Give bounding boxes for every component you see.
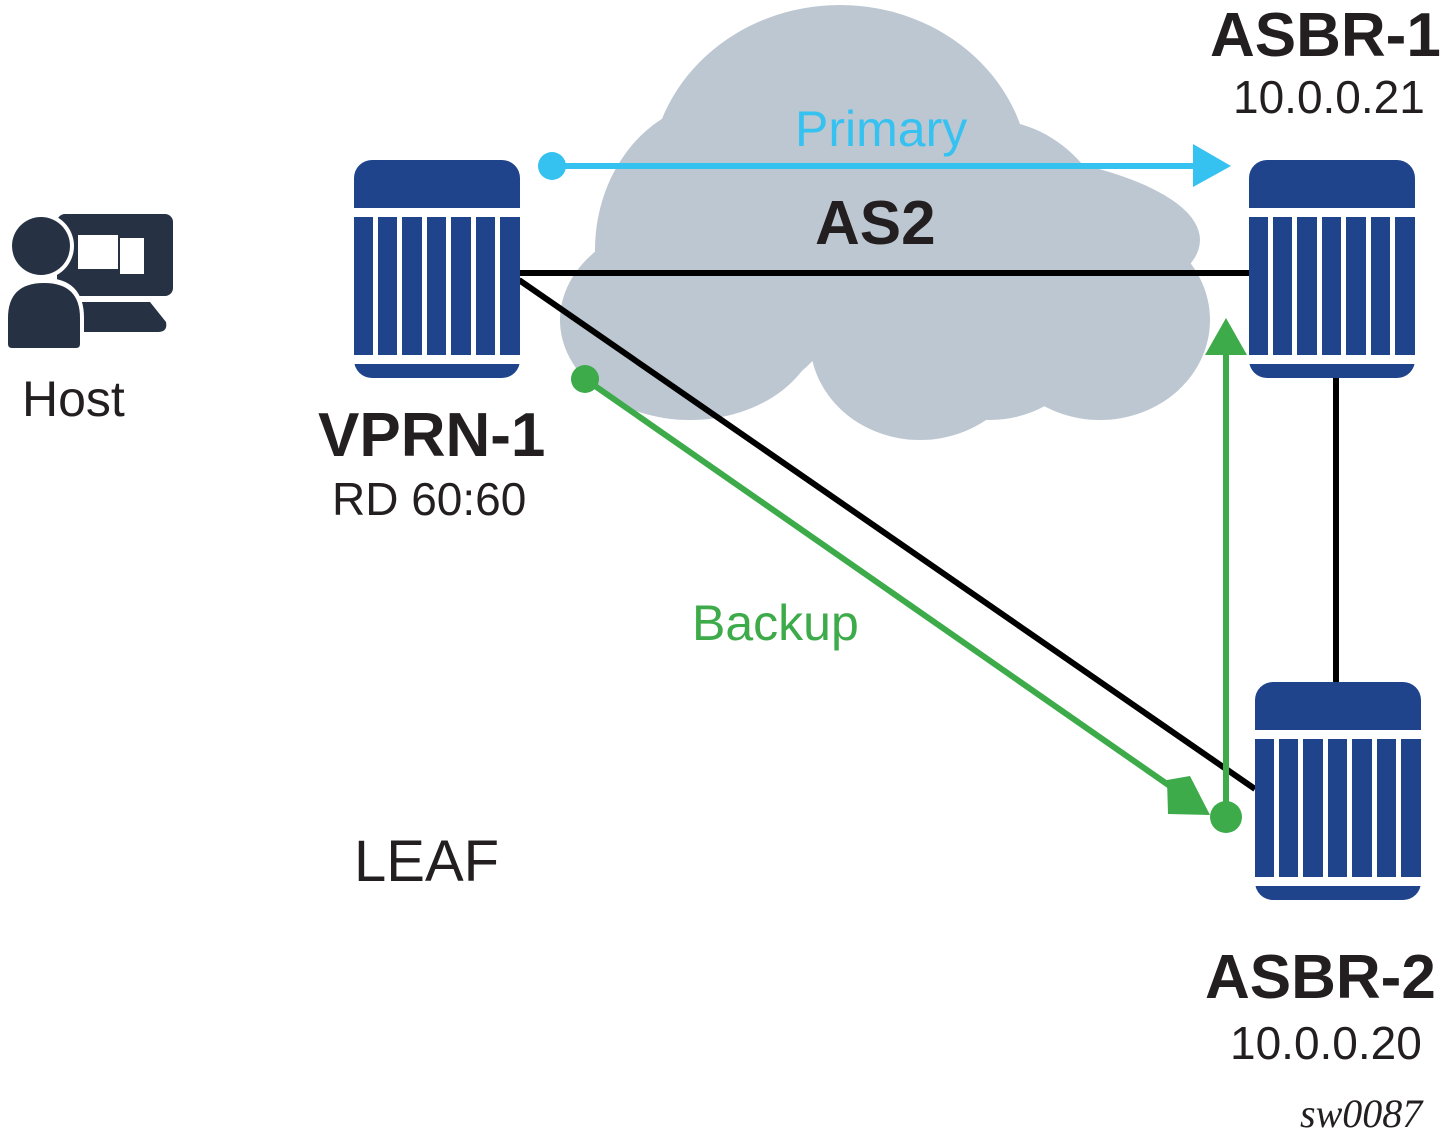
backup-path-arrow [571, 318, 1247, 833]
router-icon-asbr1 [1249, 160, 1415, 378]
asbr2-title: ASBR-2 [1205, 943, 1436, 1012]
asbr2-ip-address: 10.0.0.20 [1230, 1017, 1422, 1069]
vprn-title: VPRN-1 [318, 401, 546, 470]
asbr1-ip-address: 10.0.0.21 [1233, 71, 1425, 123]
cloud-as-label: AS2 [815, 189, 936, 258]
vprn-route-distinguisher: RD 60:60 [332, 473, 527, 525]
asbr1-title: ASBR-1 [1210, 1, 1441, 70]
host-user-screen-icon [4, 213, 173, 348]
router-icon-asbr2 [1255, 682, 1421, 900]
primary-path-arrow [538, 144, 1231, 187]
host-label: Host [22, 371, 125, 427]
primary-path-label: Primary [795, 101, 968, 157]
router-icon-vprn [354, 160, 520, 378]
link-vprn-asbr2 [517, 277, 1257, 792]
leaf-zone-label: LEAF [354, 829, 500, 894]
backup-path-label: Backup [692, 595, 859, 651]
figure-id: sw0087 [1300, 1091, 1423, 1136]
